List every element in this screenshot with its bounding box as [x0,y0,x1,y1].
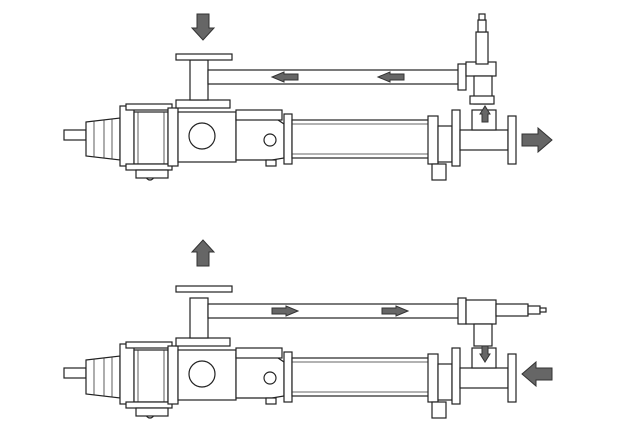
bypass-pipe-top [207,69,463,85]
arrow-up-icon [479,105,491,123]
arrow-down-icon [190,13,216,41]
arrow-right-icon [521,126,553,154]
relief-valve-bottom [465,299,547,347]
pipe-flange-top [457,63,467,91]
pump-assembly-reverse [63,239,553,419]
arrow-left-icon [270,71,299,83]
arrow-left-icon [376,71,405,83]
suction-flange-bottom [175,285,233,293]
pump-assembly-forward [63,13,553,181]
arrow-down-icon [479,345,491,363]
bypass-pipe-bottom [207,303,463,319]
arrow-left-icon [521,360,553,388]
arrow-right-icon [381,305,410,317]
arrow-right-icon [271,305,300,317]
pipe-flange-bottom [457,297,467,325]
arrow-up-icon [190,239,216,267]
relief-valve-top [465,13,497,105]
suction-flange-top [175,53,233,61]
